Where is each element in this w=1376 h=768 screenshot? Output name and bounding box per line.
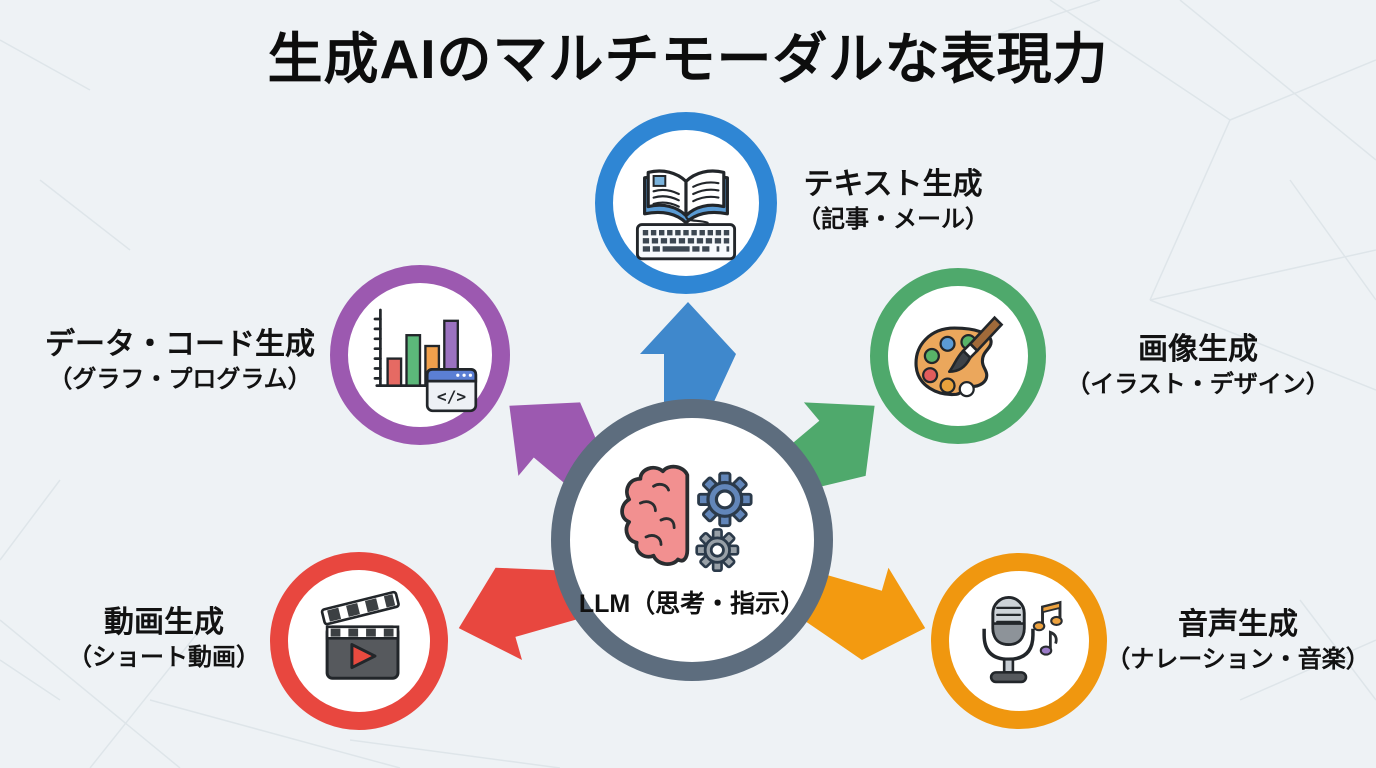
arrow-to-video-generation (458, 567, 585, 660)
arrow-to-audio-generation (799, 567, 926, 660)
book-keyboard-icon (635, 169, 737, 261)
node-data-code-generation: </> (330, 265, 510, 445)
gear-large (697, 471, 753, 528)
label-text-generation-sub: （記事・メール） (797, 205, 989, 233)
gear-small (695, 528, 740, 573)
label-audio-generation: 音声生成 （ナレーション・音楽） (1106, 605, 1370, 675)
node-video-generation (270, 552, 448, 730)
label-data-code-generation-sub: （グラフ・プログラム） (48, 365, 312, 393)
label-image-generation-sub: （イラスト・デザイン） (1066, 370, 1330, 398)
arrow-to-text-generation (640, 302, 736, 406)
label-video-generation: 動画生成 （ショート動画） (68, 603, 260, 673)
code-window: </> (425, 368, 478, 413)
label-text-generation: テキスト生成 （記事・メール） (797, 165, 989, 235)
label-data-code-generation-title: データ・コード生成 (45, 327, 315, 361)
svg-text:</>: </> (437, 387, 466, 406)
page-title: 生成AIのマルチモーダルな表現力 (267, 28, 1109, 90)
paint-palette-icon (914, 315, 1004, 398)
llm-label: LLM（思考・指示） (578, 590, 806, 618)
node-image-generation (870, 268, 1046, 444)
node-llm-core: LLM（思考・指示） (551, 399, 833, 681)
node-audio-generation (931, 553, 1107, 729)
label-video-generation-title: 動画生成 (104, 605, 224, 639)
brain-gears-icon (620, 464, 753, 573)
paint-brush (947, 315, 1004, 373)
bar-chart-code-icon: </> (373, 308, 478, 413)
label-image-generation: 画像生成 （イラスト・デザイン） (1066, 330, 1330, 400)
label-video-generation-sub: （ショート動画） (68, 643, 260, 671)
label-data-code-generation: データ・コード生成 （グラフ・プログラム） (45, 325, 315, 395)
label-image-generation-title: 画像生成 (1138, 332, 1258, 366)
clapperboard-icon (320, 590, 400, 680)
music-notes (1032, 600, 1063, 656)
node-text-generation (595, 112, 777, 294)
microphone-music-icon (982, 595, 1063, 684)
label-audio-generation-title: 音声生成 (1178, 607, 1298, 641)
label-text-generation-title: テキスト生成 (803, 167, 983, 201)
label-audio-generation-sub: （ナレーション・音楽） (1106, 645, 1370, 673)
